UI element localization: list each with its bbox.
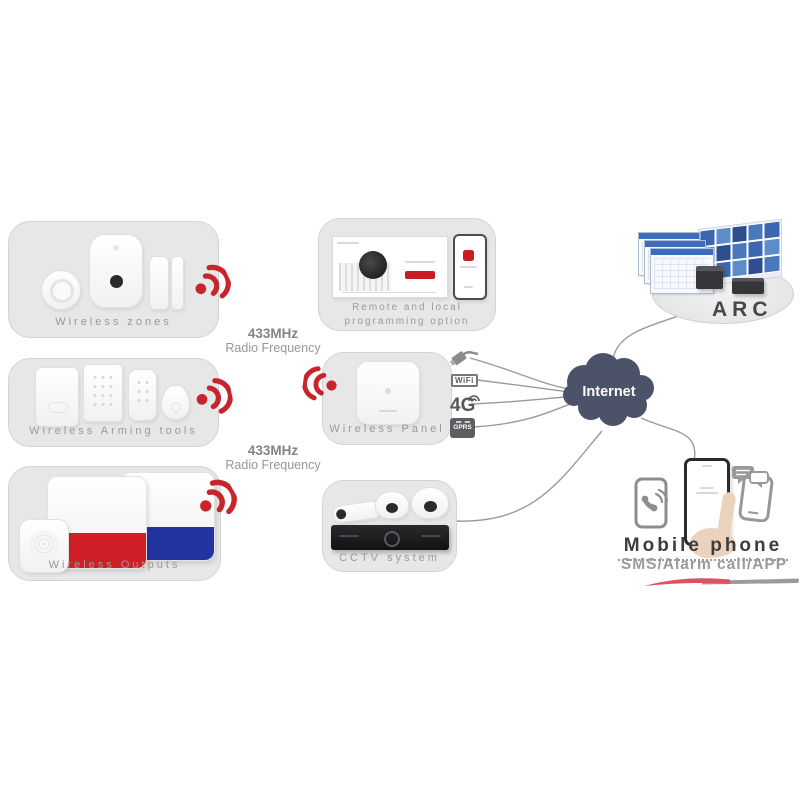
sms-phone-icon	[732, 466, 774, 522]
4g-signal-arcs	[468, 395, 480, 402]
tag-reader	[35, 367, 79, 427]
key-fob-button	[171, 402, 181, 412]
tag-reader-slot	[48, 402, 68, 413]
device-photo	[359, 251, 387, 279]
wireless-outputs-label: Wireless Outputs	[48, 559, 181, 571]
keypad-keys	[91, 373, 117, 411]
nvr-slot	[339, 535, 359, 537]
programming-label-line2: programming option	[344, 316, 470, 327]
wireless-outputs-box: Wireless Outputs	[8, 466, 221, 581]
window-header-line	[337, 242, 359, 244]
cctv-box: CCTV system	[322, 480, 457, 572]
sounder-speaker	[31, 531, 57, 557]
window-titlebar	[639, 233, 699, 239]
rf-text: Radio Frequency	[225, 341, 321, 355]
programming-label: Remote and local programming option	[319, 301, 495, 329]
mobile-phone-subtitle: SMS/Alarm call/APP	[620, 556, 788, 573]
panel-led	[385, 388, 391, 394]
key-fob	[161, 385, 190, 420]
panel-device	[356, 361, 420, 425]
rf-frequency: 433MHz	[247, 443, 299, 458]
dome-camera-lens	[386, 503, 398, 513]
wireless-panel-label: Wireless Panel	[329, 423, 445, 435]
app-icon	[463, 250, 474, 261]
home-line	[464, 286, 473, 288]
phone-speaker	[702, 465, 712, 467]
gprs-label: GPRS	[453, 424, 472, 431]
window-titlebar	[645, 241, 705, 247]
wifi-logo: WiFi	[451, 374, 478, 387]
gprs-antenna-dashes	[455, 421, 470, 423]
nvr	[331, 525, 449, 550]
internet-label: Internet	[582, 384, 635, 400]
wireless-panel-box: Wireless Panel	[322, 352, 452, 445]
radio-signal-icon	[301, 364, 342, 405]
panel-logo	[379, 410, 397, 412]
pir-lens	[110, 275, 123, 288]
radio-signal-icon	[190, 374, 235, 419]
hand-with-phone	[680, 454, 740, 558]
window-footer-line	[341, 292, 437, 293]
remote-control	[128, 369, 157, 421]
keypad	[83, 364, 123, 422]
swoosh-underline	[644, 578, 799, 586]
pir-sensor	[89, 234, 143, 308]
wireless-arming-box: Wireless Arming tools	[8, 358, 219, 447]
bullet-camera-lens	[335, 508, 347, 520]
panic-button	[41, 270, 81, 310]
nvr-slot	[421, 535, 441, 537]
programming-label-line1: Remote and local	[352, 302, 462, 313]
internet-cloud: Internet	[563, 353, 654, 426]
arc-illustration: ARC	[636, 218, 796, 324]
ethernet-cable-icon	[449, 351, 478, 366]
pir-led	[113, 245, 119, 251]
smartphone	[453, 234, 487, 300]
screen-text-line	[700, 487, 714, 489]
wireless-arming-label: Wireless Arming tools	[29, 425, 198, 437]
software-window	[332, 236, 448, 298]
remote-buttons	[135, 378, 151, 406]
arc-label: ARC	[712, 298, 773, 321]
dome-camera-lens	[424, 501, 437, 512]
panic-button-ring	[50, 279, 74, 303]
dome-camera	[375, 491, 409, 519]
door-contact-magnet	[171, 256, 184, 310]
wireless-zones-label: Wireless zones	[55, 316, 172, 328]
palm	[690, 528, 736, 558]
programming-box: Remote and local programming option	[318, 218, 496, 331]
dome-camera	[411, 487, 449, 519]
window-field-line	[405, 261, 435, 263]
alarm-call-phone-icon	[634, 477, 669, 529]
rf-label-2: 433MHz Radio Frequency	[208, 443, 338, 472]
server-cube	[732, 278, 764, 294]
cctv-label: CCTV system	[339, 552, 440, 564]
rf-text: Radio Frequency	[225, 458, 321, 472]
gprs-icon: GPRS	[450, 418, 475, 438]
app-name-line	[460, 266, 477, 268]
indoor-sounder	[19, 519, 69, 573]
screen-text-line	[696, 492, 718, 494]
nvr-dial	[384, 531, 400, 547]
wireless-zones-box: Wireless zones	[8, 221, 219, 338]
rf-label-1: 433MHz Radio Frequency	[208, 326, 338, 355]
rf-frequency: 433MHz	[247, 326, 299, 341]
server-cube	[696, 266, 723, 289]
mobile-phone-title: Mobile phone	[618, 535, 788, 561]
door-contact	[149, 256, 169, 310]
login-button	[405, 271, 435, 279]
window-titlebar	[651, 249, 713, 255]
